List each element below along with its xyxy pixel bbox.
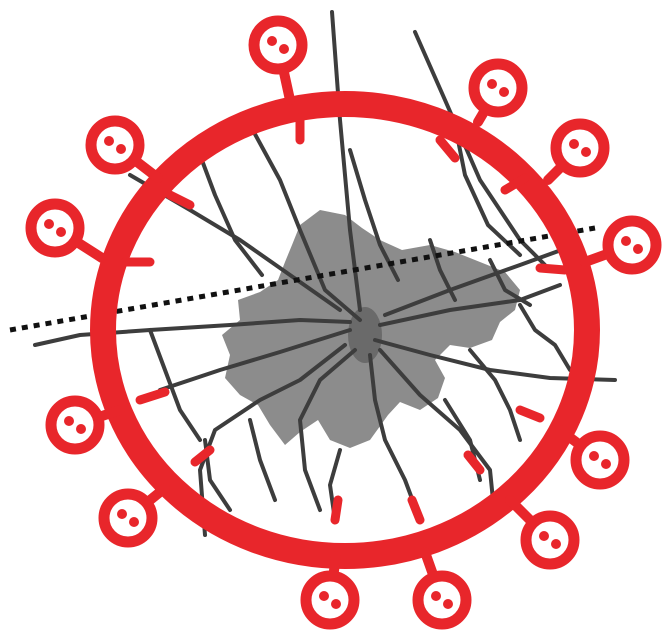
satellite-dot bbox=[76, 424, 86, 434]
satellite-circle bbox=[576, 436, 624, 484]
satellite-dot bbox=[44, 219, 54, 229]
satellite-dot bbox=[267, 36, 277, 46]
satellite-dot bbox=[104, 136, 114, 146]
ring-tick bbox=[412, 500, 420, 520]
satellite-node-icon bbox=[31, 204, 102, 258]
satellite-node-icon bbox=[548, 124, 604, 180]
satellite-node-icon bbox=[418, 552, 466, 624]
satellite-dot bbox=[621, 236, 631, 246]
satellite-circle bbox=[418, 576, 466, 624]
satellite-dot bbox=[279, 44, 289, 54]
satellite-dot bbox=[581, 147, 591, 157]
satellite-dot bbox=[499, 87, 509, 97]
satellite-dot bbox=[589, 451, 599, 461]
satellite-dot bbox=[117, 509, 127, 519]
satellite-circle bbox=[31, 204, 79, 252]
satellite-dot bbox=[601, 459, 611, 469]
ring-tick bbox=[520, 410, 540, 418]
satellite-dot bbox=[331, 599, 341, 609]
satellite-circle bbox=[254, 21, 302, 69]
road bbox=[250, 420, 275, 500]
satellite-dot bbox=[551, 539, 561, 549]
road bbox=[520, 305, 570, 370]
satellite-node-icon bbox=[560, 430, 624, 484]
road bbox=[470, 350, 520, 440]
satellite-dot bbox=[569, 139, 579, 149]
satellite-dot bbox=[129, 517, 139, 527]
satellite-node-icon bbox=[510, 500, 574, 564]
satellite-dot bbox=[431, 591, 441, 601]
satellite-dot bbox=[64, 416, 74, 426]
satellite-dot bbox=[487, 79, 497, 89]
satellite-circle bbox=[474, 64, 522, 112]
satellite-node-icon bbox=[91, 121, 158, 178]
satellite-node-icon bbox=[474, 64, 522, 122]
satellite-dot bbox=[633, 244, 643, 254]
satellite-circle bbox=[556, 124, 604, 172]
satellite-node-icon bbox=[104, 488, 165, 542]
satellite-circle bbox=[608, 221, 656, 269]
ring-tick bbox=[540, 268, 565, 270]
satellite-node-icon bbox=[51, 401, 120, 449]
satellite-dot bbox=[56, 227, 66, 237]
satellite-circle bbox=[51, 401, 99, 449]
satellite-node-icon bbox=[254, 21, 302, 100]
ring-tick bbox=[335, 500, 338, 520]
ring-tick bbox=[440, 140, 455, 158]
ring-tick bbox=[170, 195, 190, 205]
satellite-dot bbox=[116, 144, 126, 154]
road bbox=[200, 155, 262, 275]
satellite-dot bbox=[443, 599, 453, 609]
satellite-circle bbox=[306, 576, 354, 624]
satellite-circle bbox=[104, 494, 152, 542]
ring-tick bbox=[140, 392, 165, 400]
satellite-dot bbox=[539, 531, 549, 541]
satellite-circle bbox=[91, 121, 139, 169]
satellite-node-icon bbox=[585, 221, 656, 269]
satellite-dot bbox=[319, 591, 329, 601]
satellite-circle bbox=[526, 516, 574, 564]
